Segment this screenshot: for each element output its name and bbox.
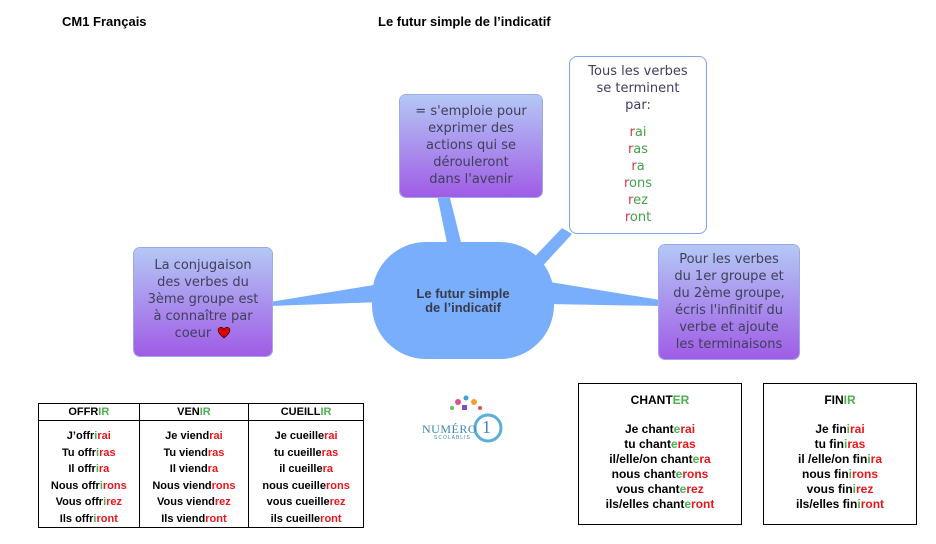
third-group-line: à connaître par bbox=[153, 309, 253, 324]
logo-subtext: SCOLABLIS bbox=[434, 435, 471, 441]
conj-line: Je viendrai bbox=[165, 430, 223, 442]
ending-item: ras bbox=[627, 142, 649, 157]
usage-box: = s'emploie pour exprimer des actions qu… bbox=[400, 95, 542, 197]
finir-title: FINIR bbox=[824, 393, 856, 407]
branch-right bbox=[548, 282, 660, 306]
conj-line: ils cueilleront bbox=[270, 512, 342, 525]
numero1-logo: NUMÉRO 1 SCOLABLIS bbox=[418, 388, 506, 444]
logo-graphic bbox=[450, 395, 503, 443]
conj-line: vous chanterez bbox=[616, 482, 704, 496]
third-group-line: 3ème groupe est bbox=[147, 292, 259, 307]
usage-line: = s'emploie pour bbox=[415, 104, 527, 119]
conj-line: vous cueillerez bbox=[266, 496, 346, 508]
ending-item: ront bbox=[624, 210, 652, 225]
conj-line: Il offrira bbox=[68, 463, 110, 475]
endings-title-line: par: bbox=[625, 98, 651, 113]
third-group-table: OFFRIR VENIR CUEILLIR J’offrirai Tu offr… bbox=[38, 403, 364, 528]
conj-line: Je finirai bbox=[815, 422, 865, 436]
conj-line: Vous offrirez bbox=[55, 496, 123, 508]
endings-title-line: Tous les verbes bbox=[588, 64, 688, 79]
table-col-venir: Je viendrai Tu viendras Il viendra Nous … bbox=[138, 420, 250, 528]
subject-title: CM1 Français bbox=[62, 14, 147, 29]
conj-line: tu cueilleras bbox=[273, 446, 339, 459]
endings-title-line: se terminent bbox=[596, 81, 680, 96]
page-title: Le futur simple de l’indicatif bbox=[378, 14, 551, 29]
usage-line: dans l'avenir bbox=[429, 172, 513, 187]
conj-line: Ils offriront bbox=[59, 512, 118, 525]
conj-line: Il viendra bbox=[169, 463, 219, 475]
conj-line: vous finirez bbox=[806, 482, 874, 496]
conj-line: nous chanterons bbox=[611, 467, 709, 481]
chanter-box: CHANTER Je chanterai tu chanteras il/ell… bbox=[578, 383, 742, 525]
conj-line: Vous viendrez bbox=[157, 496, 231, 508]
table-header-cueillir: CUEILLIR bbox=[248, 403, 364, 421]
group-rule-line: écris l'infinitif du bbox=[675, 303, 783, 318]
conj-line: tu finiras bbox=[814, 437, 866, 451]
third-group-box: La conjugaison des verbes du 3ème groupe… bbox=[134, 248, 272, 356]
third-group-line: des verbes du bbox=[157, 275, 249, 290]
conj-line: ils/elles finiront bbox=[795, 497, 885, 511]
central-topic-line: de l’indicatif bbox=[425, 299, 501, 315]
usage-line: exprimer des bbox=[428, 121, 514, 136]
ending-item: rons bbox=[623, 176, 653, 191]
ending-item: ra bbox=[631, 159, 645, 174]
usage-line: actions qui se bbox=[426, 138, 516, 153]
conj-line: il cueillera bbox=[279, 463, 334, 475]
usage-line: dérouleront bbox=[433, 155, 509, 170]
group-rule-line: du 1er groupe et bbox=[674, 269, 784, 284]
central-topic-line: Le futur simple bbox=[416, 285, 510, 301]
conj-line: nous finirons bbox=[801, 467, 879, 481]
third-group-line: coeur bbox=[134, 325, 272, 342]
conj-line: il/elle/on chantera bbox=[609, 452, 711, 466]
table-header-offrir: OFFRIR bbox=[38, 403, 140, 421]
ending-item: rez bbox=[628, 193, 648, 208]
conj-line: tu chanteras bbox=[624, 437, 696, 451]
heart-icon bbox=[218, 326, 231, 339]
group-rule-line: verbe et ajoute bbox=[679, 320, 779, 335]
group-rule-line: les terminaisons bbox=[675, 337, 783, 352]
branch-left bbox=[270, 284, 382, 306]
ending-item: rai bbox=[629, 125, 647, 140]
conj-line: Tu viendras bbox=[163, 446, 225, 459]
conj-line: Je cueillerai bbox=[274, 430, 338, 442]
branch-top bbox=[436, 190, 462, 248]
first-second-group-box: Pour les verbes du 1er groupe et du 2ème… bbox=[659, 245, 799, 359]
logo-text: NUMÉRO bbox=[422, 422, 478, 436]
conj-line: J’offrirai bbox=[66, 430, 111, 442]
conj-line: Nous viendrons bbox=[152, 479, 236, 492]
logo-number: 1 bbox=[482, 417, 491, 437]
group-rule-line: du 2ème groupe, bbox=[673, 286, 785, 301]
conj-line: Ils viendront bbox=[161, 512, 227, 525]
table-col-offrir: J’offrirai Tu offriras Il offrira Nous o… bbox=[38, 420, 140, 528]
conj-line: Tu offriras bbox=[62, 446, 116, 459]
chanter-title: CHANTER bbox=[630, 393, 690, 407]
endings-box: Tous les verbes se terminent par: rai ra… bbox=[569, 56, 707, 234]
conj-line: Nous offrirons bbox=[50, 479, 127, 492]
central-topic: Le futur simple de l’indicatif bbox=[372, 242, 554, 359]
third-group-line: La conjugaison bbox=[154, 258, 252, 273]
conj-line: ils/elles chanteront bbox=[605, 497, 715, 511]
conj-line: il /elle/on finira bbox=[797, 452, 883, 466]
conj-line: Je chanterai bbox=[624, 422, 696, 436]
table-col-cueillir: Je cueillerai tu cueilleras il cueillera… bbox=[248, 420, 364, 528]
table-header-venir: VENIR bbox=[138, 403, 250, 421]
conj-line: nous cueillerons bbox=[262, 479, 350, 492]
finir-box: FINIR Je finirai tu finiras il /elle/on … bbox=[763, 383, 917, 525]
group-rule-line: Pour les verbes bbox=[679, 252, 779, 267]
